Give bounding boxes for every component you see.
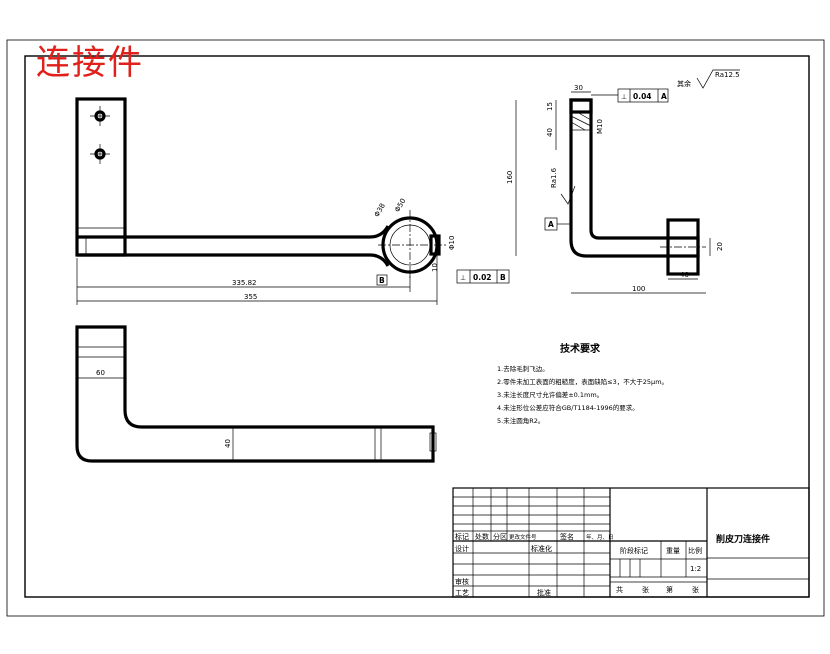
svg-text:Ra1.6: Ra1.6 bbox=[550, 167, 558, 188]
tb-review: 审核 bbox=[455, 577, 469, 586]
tech-item-1: 1.去除毛刺飞边。 bbox=[497, 364, 549, 373]
bottom-l-profile bbox=[75, 325, 435, 463]
dim-top-h2: 40 bbox=[546, 128, 554, 137]
tech-heading: 技术要求 bbox=[560, 342, 601, 355]
tb-scale-value: 1:2 bbox=[690, 565, 701, 573]
tb-header-5: 年、月、日 bbox=[586, 533, 614, 541]
datum-a-label: A bbox=[548, 220, 554, 229]
dim-total-w: 100 bbox=[632, 285, 645, 293]
side-view: 30 15 40 160 100 40 20 M10 Ra1.6 A ⊥ 0.0… bbox=[506, 84, 724, 294]
tech-item-2: 2.零件未加工表面的粗糙度，表面缺陷≤3，不大于25μm。 bbox=[497, 377, 668, 386]
tb-weight: 重量 bbox=[666, 547, 680, 555]
datum-b-label: B bbox=[379, 276, 385, 285]
tb-header-0: 标记 bbox=[455, 532, 469, 541]
tech-item-4: 4.未注形位公差应符合GB/T1184-1996的要求。 bbox=[497, 403, 639, 412]
tech-item-3: 3.未注长度尺寸允许偏差±0.1mm。 bbox=[497, 390, 603, 399]
dim-top-width: 30 bbox=[574, 84, 583, 92]
tb-sheet-3: 第 bbox=[666, 585, 673, 594]
dim-right-h: 20 bbox=[716, 242, 724, 251]
svg-text:Ra12.5: Ra12.5 bbox=[715, 71, 740, 79]
dim-right-w: 40 bbox=[680, 271, 689, 279]
dim-dia-2: Φ50 bbox=[393, 197, 407, 213]
front-arm bbox=[77, 225, 390, 267]
dim-length-2: 355 bbox=[244, 293, 257, 301]
dim-section: M10 bbox=[596, 119, 604, 134]
tb-sheet-2: 张 bbox=[642, 585, 649, 594]
svg-text:0.02: 0.02 bbox=[473, 273, 492, 282]
tb-header-1: 处数 bbox=[475, 532, 489, 541]
dim-width-hole: 10 bbox=[431, 263, 439, 272]
svg-text:0.04: 0.04 bbox=[633, 92, 652, 101]
roughness-note: 其余 Ra12.5 bbox=[677, 69, 740, 89]
tb-design: 设计 bbox=[455, 544, 469, 553]
tb-scale-label: 比例 bbox=[688, 546, 702, 555]
tb-header-2: 分区 bbox=[493, 532, 507, 541]
inner-frame bbox=[24, 55, 810, 598]
svg-text:B: B bbox=[500, 273, 506, 282]
datum-b-box bbox=[376, 274, 388, 286]
side-top-block bbox=[569, 98, 593, 114]
front-tolerance-frame: ⊥ 0.02 B bbox=[456, 269, 510, 284]
tb-sheet-1: 共 bbox=[616, 585, 623, 594]
tb-stage: 阶段标记 bbox=[620, 546, 648, 555]
svg-text:⊥: ⊥ bbox=[460, 274, 466, 282]
side-hatch-section bbox=[570, 111, 592, 131]
svg-text:⊥: ⊥ bbox=[621, 93, 627, 101]
tb-header-4: 签名 bbox=[560, 532, 574, 541]
dim-width-60: 60 bbox=[96, 369, 105, 377]
title-block: 标记 处数 分区 更改文件号 签名 年、月、日 设计 标准化 审核 工艺 批准 … bbox=[452, 487, 810, 598]
side-roughness-local: Ra1.6 bbox=[550, 167, 576, 205]
front-view: 335.82 355 Φ38 Φ50 10 Φ10 B ⊥ 0.02 B bbox=[75, 97, 510, 305]
front-hole-top bbox=[90, 106, 110, 126]
tb-standard: 标准化 bbox=[531, 544, 552, 553]
tech-item-5: 5.未注圆角R2。 bbox=[497, 416, 544, 425]
dim-top-h1: 15 bbox=[546, 102, 554, 111]
side-tolerance-frame: ⊥ 0.04 A bbox=[591, 88, 669, 103]
title-stamp: 连接件 bbox=[36, 43, 144, 83]
dim-dia-1: Φ38 bbox=[373, 202, 387, 218]
dim-height-40: 40 bbox=[224, 439, 232, 448]
tb-part-name: 削皮刀连接件 bbox=[716, 533, 770, 545]
technical-requirements: 技术要求 1.去除毛刺飞边。 2.零件未加工表面的粗糙度，表面缺陷≤3，不大于2… bbox=[497, 342, 668, 425]
side-l-profile bbox=[569, 98, 700, 258]
tb-approve: 批准 bbox=[537, 588, 551, 597]
svg-text:其余: 其余 bbox=[677, 79, 691, 88]
dim-length-1: 335.82 bbox=[232, 279, 257, 287]
front-vertical-plate bbox=[75, 97, 127, 257]
dim-hole-small: Φ10 bbox=[448, 236, 456, 250]
svg-text:A: A bbox=[661, 92, 667, 101]
outer-frame bbox=[6, 39, 825, 617]
bottom-view: 60 40 bbox=[75, 325, 437, 463]
dim-total-h: 160 bbox=[506, 171, 514, 184]
tb-header-3: 更改文件号 bbox=[509, 533, 537, 541]
tb-sheet-4: 张 bbox=[692, 585, 699, 594]
front-hole-bottom bbox=[90, 144, 110, 164]
tb-process: 工艺 bbox=[455, 589, 469, 597]
